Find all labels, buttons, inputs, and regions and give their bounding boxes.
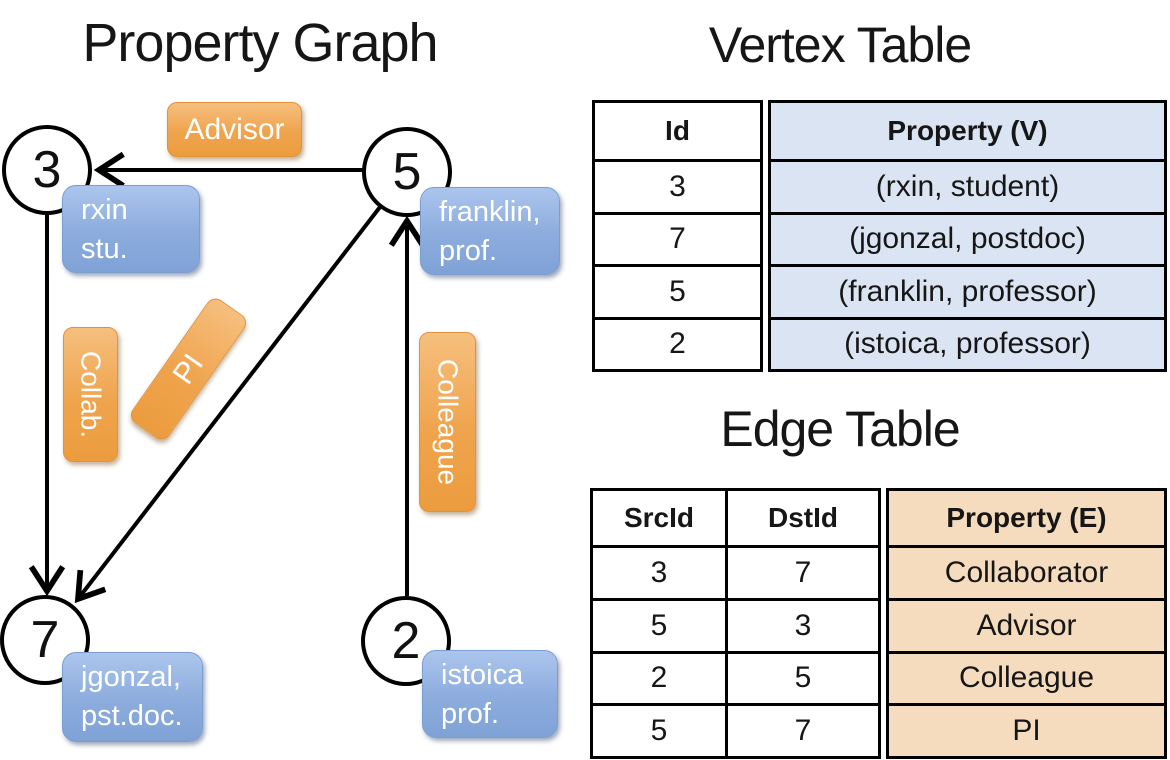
edge-table-dstid-cell: 5 <box>728 650 878 704</box>
vertex-table-header-property: Property (V) <box>887 115 1048 146</box>
vertex-property-box-jgonzal: jgonzal, pst.doc. <box>62 652 203 742</box>
edge-pi-5-to-7 <box>74 205 382 604</box>
edge-table-property-cell: PI <box>889 703 1164 756</box>
vertex-property-line: prof. <box>439 235 498 267</box>
vertex-property-box-rxin: rxin stu. <box>62 185 200 273</box>
node-2-id: 2 <box>391 612 421 670</box>
vertex-table-id-cell: 5 <box>595 264 760 317</box>
edge-table-title: Edge Table <box>720 401 960 457</box>
vertex-property-line: istoica <box>441 659 524 691</box>
edge-table-header-dstid: DstId <box>768 502 838 533</box>
vertex-table-id-column: Id 3 7 5 2 <box>592 100 763 372</box>
vertex-property-line: rxin <box>81 194 128 226</box>
vertex-table-title: Vertex Table <box>708 17 972 73</box>
vertex-property-line: jgonzal, <box>81 661 181 693</box>
edge-table-srcid-cell: 3 <box>593 545 728 598</box>
vertex-table-property-cell: (franklin, professor) <box>771 264 1164 317</box>
vertex-property-line: stu. <box>81 233 128 265</box>
vertex-property-box-istoica: istoica prof. <box>422 650 558 738</box>
edge-table-header-property: Property (E) <box>946 502 1107 533</box>
vertex-table-id-cell: 3 <box>595 159 760 212</box>
edge-label-colleague: Colleague <box>419 332 476 512</box>
vertex-property-line: prof. <box>441 698 500 730</box>
edge-label-advisor: Advisor <box>167 102 302 157</box>
edge-table-property-cell: Colleague <box>889 650 1164 704</box>
vertex-property-line: franklin, <box>439 196 541 228</box>
edge-table-id-columns: SrcId DstId 3 7 5 3 2 5 5 7 <box>590 488 881 759</box>
node-5-id: 5 <box>392 143 422 201</box>
graph-node-2: 2 <box>361 596 451 686</box>
vertex-table-property-column: Property (V) (rxin, student) (jgonzal, p… <box>768 100 1167 372</box>
property-graph-title: Property Graph <box>82 13 438 73</box>
edge-table-dstid-cell: 7 <box>728 703 878 756</box>
edge-label-collab-text: Collab. <box>75 350 107 439</box>
edge-table-property-column: Property (E) Collaborator Advisor Collea… <box>886 488 1167 759</box>
edge-table-dstid-cell: 7 <box>728 545 878 598</box>
edge-label-collab: Collab. <box>63 327 118 462</box>
edge-table-property-cell: Advisor <box>889 597 1164 651</box>
vertex-table-property-cell: (istoica, professor) <box>771 316 1164 370</box>
graph-edges-layer <box>28 151 426 604</box>
edge-label-colleague-text: Colleague <box>432 358 464 486</box>
edge-table-srcid-cell: 5 <box>593 597 728 651</box>
vertex-property-line: pst.doc. <box>81 700 183 732</box>
vertex-property-box-franklin: franklin, prof. <box>420 187 560 275</box>
edge-table-srcid-cell: 5 <box>593 703 728 756</box>
edge-table-header-srcid: SrcId <box>593 491 728 545</box>
vertex-table-property-cell: (rxin, student) <box>771 159 1164 212</box>
vertex-table-property-cell: (jgonzal, postdoc) <box>771 211 1164 265</box>
edge-label-pi-text: PI <box>166 347 210 390</box>
vertex-table-header-id: Id <box>665 115 690 146</box>
node-3-id: 3 <box>32 141 62 199</box>
edge-table-srcid-cell: 2 <box>593 650 728 704</box>
edge-label-advisor-text: Advisor <box>184 112 285 146</box>
edge-table-property-cell: Collaborator <box>889 545 1164 598</box>
vertex-table-id-cell: 2 <box>595 316 760 370</box>
graph-node-5: 5 <box>362 127 452 217</box>
vertex-table-id-cell: 7 <box>595 211 760 265</box>
node-7-id: 7 <box>30 611 60 669</box>
edge-table-dstid-cell: 3 <box>728 597 878 651</box>
